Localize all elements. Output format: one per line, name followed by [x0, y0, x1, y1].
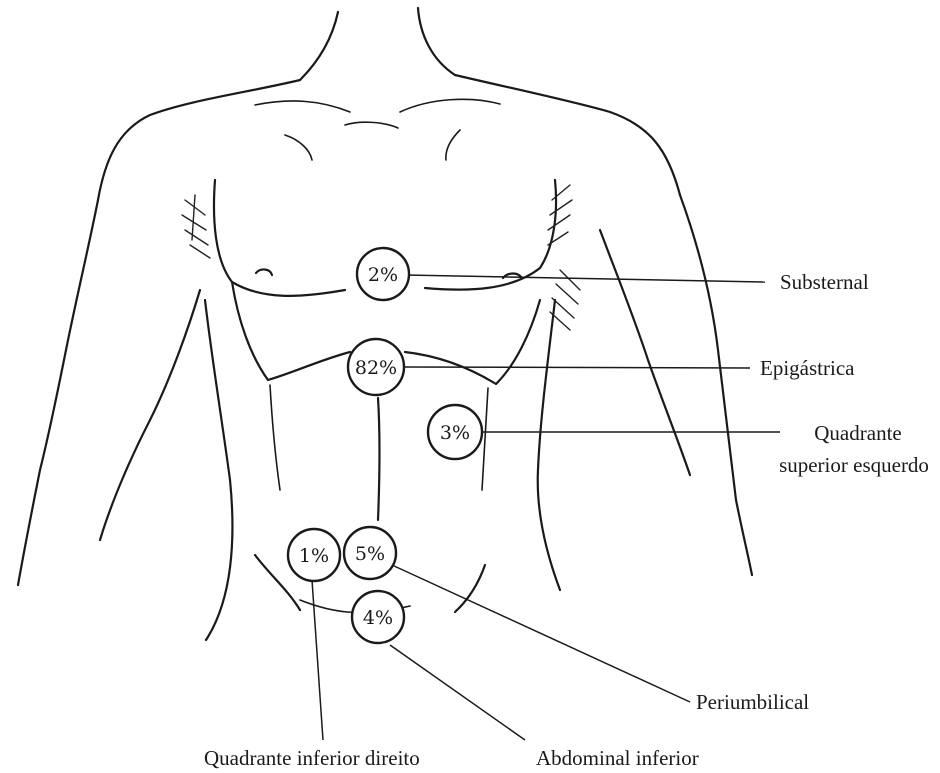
marker-quadrante-superior-esquerdo: 3% [428, 405, 482, 459]
label-abdominal-inferior: Abdominal inferior [536, 746, 699, 770]
right-arm-inner-outline [600, 230, 690, 475]
leader-epigastrica [405, 367, 750, 368]
neck-left-outline [300, 12, 338, 80]
marker-abdominal-inferior: 4% [352, 591, 404, 643]
percent-abdominal-inferior: 4% [363, 607, 393, 629]
leader-abdominal-inferior [390, 645, 525, 740]
left-flank-outline [205, 300, 232, 640]
marker-periumbilical: 5% [344, 527, 396, 579]
linea-alba [378, 398, 380, 520]
percent-epigastrica: 82% [355, 357, 397, 379]
leader-substernal [405, 275, 765, 282]
abdominal-line-left [270, 385, 280, 490]
right-arm-outer-outline [680, 195, 752, 575]
percent-quadrante-superior-esquerdo: 3% [440, 422, 470, 444]
left-arm-inner-outline [100, 290, 200, 540]
label-periumbilical: Periumbilical [696, 690, 809, 714]
neck-right-outline [418, 8, 455, 75]
marker-substernal: 2% [357, 248, 409, 300]
region-labels: Substernal Epigástrica Quadrante superio… [204, 270, 929, 770]
percent-markers: 2% 82% 3% 1% 5% 4% [288, 248, 482, 643]
left-collarbone [255, 101, 350, 112]
label-epigastrica: Epigástrica [760, 356, 855, 380]
label-quadrante-superior-esquerdo-line2: superior esquerdo [779, 453, 929, 477]
right-shoulder-outline [455, 75, 680, 195]
label-quadrante-superior-esquerdo-line1: Quadrante [814, 421, 901, 445]
right-flank-outline [538, 300, 560, 590]
right-collarbone [400, 99, 500, 112]
label-substernal: Substernal [780, 270, 869, 294]
rib-cage-right-edge [405, 300, 540, 384]
chest-upper-lines [285, 130, 460, 160]
left-arm-outer-outline [18, 200, 98, 585]
left-nipple [256, 269, 272, 275]
left-armpit-hatching [182, 195, 210, 258]
sternal-notch [345, 122, 398, 128]
percent-quadrante-inferior-direito: 1% [299, 545, 329, 567]
abdominal-line-right [482, 388, 488, 490]
right-pectoral-outline [425, 180, 556, 290]
leader-quadrante-inferior-direito [312, 580, 323, 740]
left-shoulder-outline [98, 80, 300, 200]
leader-periumbilical [392, 565, 690, 702]
percent-substernal: 2% [368, 264, 398, 286]
marker-quadrante-inferior-direito: 1% [288, 529, 340, 581]
left-pectoral-outline [214, 180, 345, 296]
percent-periumbilical: 5% [355, 543, 385, 565]
label-quadrante-inferior-direito: Quadrante inferior direito [204, 746, 420, 770]
marker-epigastrica: 82% [348, 339, 404, 395]
